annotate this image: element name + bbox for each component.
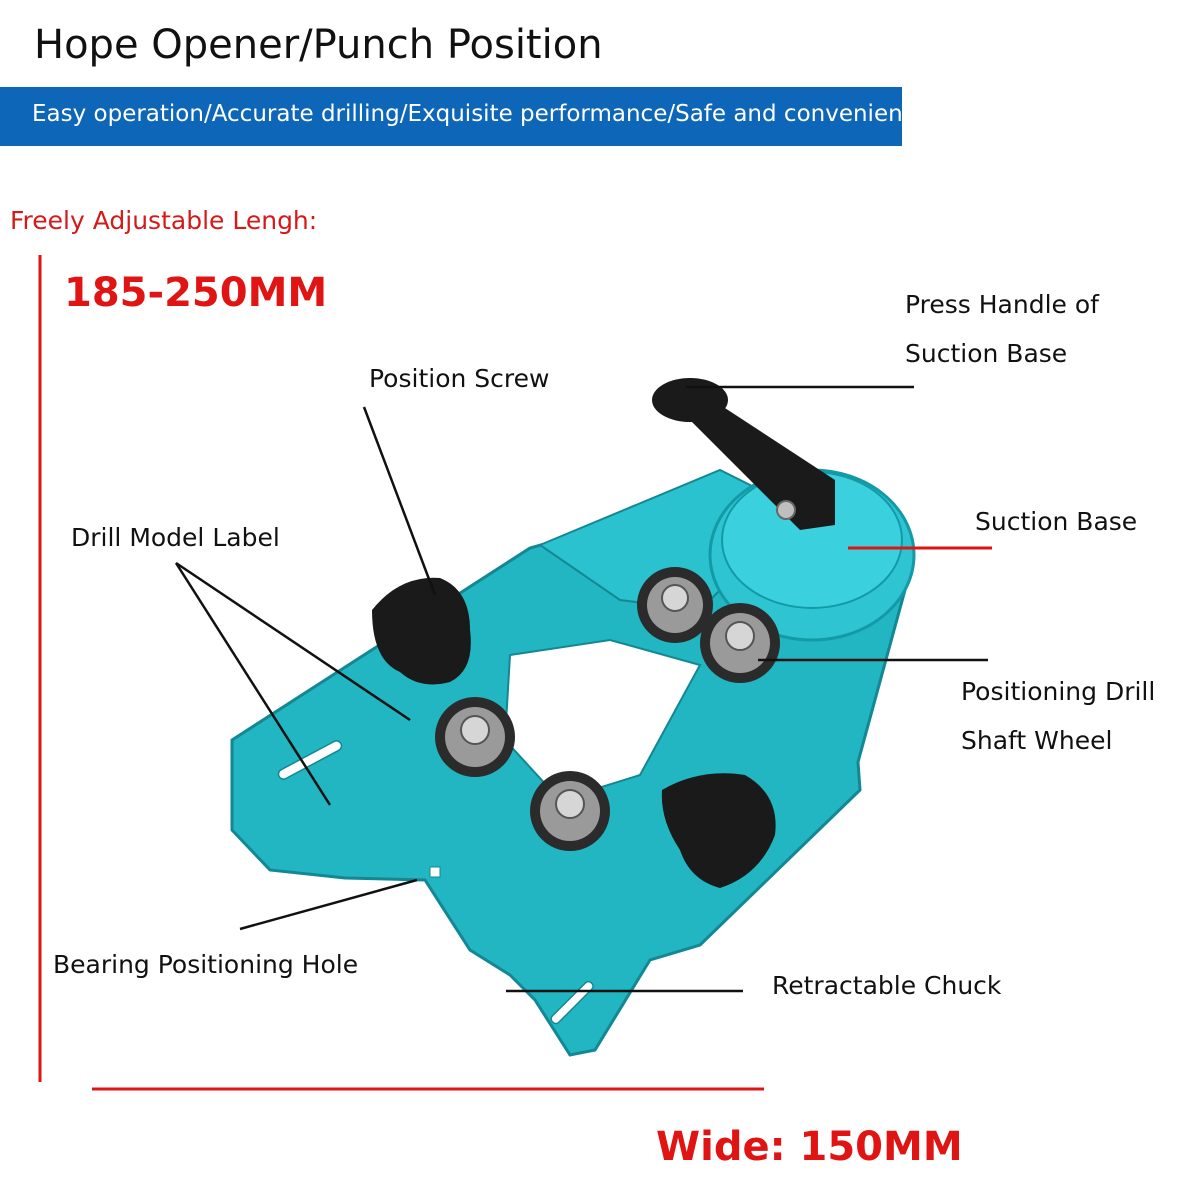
label-retractable-chuck: Retractable Chuck — [772, 971, 1002, 1000]
label-press-handle: Press Handle of Suction Base — [905, 280, 1099, 378]
bearing-wheel-icon — [637, 567, 713, 643]
drill-model-leader-2 — [174, 562, 332, 806]
label-positioning-wheel: Positioning Drill Shaft Wheel — [961, 667, 1155, 765]
knob-icon — [372, 577, 471, 685]
press-handle — [652, 378, 835, 530]
feature-banner-text: Easy operation/Accurate drilling/Exquisi… — [32, 101, 912, 127]
label-press-handle-line1: Press Handle of — [905, 290, 1099, 319]
label-positioning-wheel-line1: Positioning Drill — [961, 677, 1156, 706]
label-suction-base: Suction Base — [975, 507, 1138, 536]
page-title: Hope Opener/Punch Position — [34, 22, 603, 68]
drill-model-leader-1 — [175, 561, 411, 722]
length-value: 185-250MM — [64, 270, 328, 316]
bearing-wheel-icon — [530, 771, 610, 851]
label-press-handle-line2: Suction Base — [905, 339, 1068, 368]
feature-banner — [0, 87, 902, 146]
position-screw-leader — [362, 406, 437, 596]
bearing-wheel-icon — [435, 697, 515, 777]
width-label: Wide: 150MM — [656, 1124, 963, 1170]
drill-jig-illustration — [230, 378, 916, 1057]
knob-icon — [661, 773, 776, 888]
label-drill-model: Drill Model Label — [71, 523, 280, 552]
length-label: Freely Adjustable Lengh: — [10, 206, 318, 235]
jig-slot — [277, 740, 343, 780]
label-bearing-hole: Bearing Positioning Hole — [53, 950, 359, 979]
bearing-hole-leader — [239, 878, 418, 931]
bearing-wheel-icon — [700, 603, 780, 683]
label-position-screw: Position Screw — [369, 364, 550, 393]
label-positioning-wheel-line2: Shaft Wheel — [961, 726, 1113, 755]
bearing-positioning-hole — [429, 866, 441, 878]
